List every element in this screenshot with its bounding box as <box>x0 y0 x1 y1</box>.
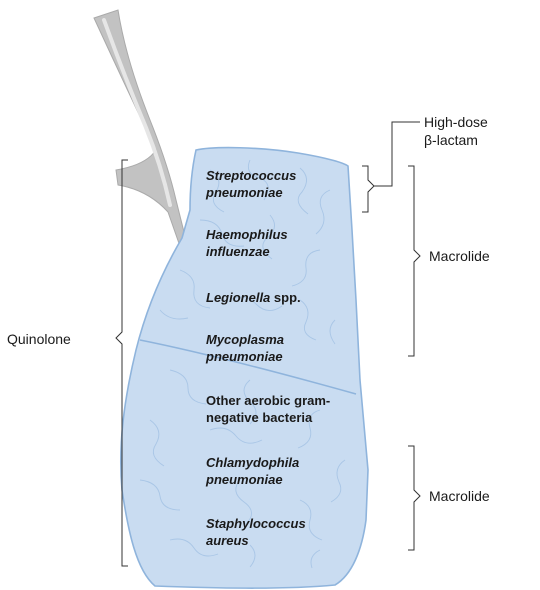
organism-line1: Other aerobic gram- <box>206 392 330 409</box>
organism-line2: pneumoniae <box>206 471 299 488</box>
organism-other-gram-negative: Other aerobic gram- negative bacteria <box>206 392 330 426</box>
organism-staphylococcus: Staphylococcus aureus <box>206 515 306 549</box>
label-high-dose: High-dose β-lactam <box>424 113 488 149</box>
label-macrolide-upper: Macrolide <box>429 247 490 265</box>
macrolide-lower-bracket <box>408 446 420 550</box>
label-macrolide-lower: Macrolide <box>429 487 490 505</box>
label-high-dose-line1: High-dose <box>424 113 488 131</box>
organism-line1: Streptococcus <box>206 167 296 184</box>
organism-line1: Chlamydophila <box>206 454 299 471</box>
beta-lactam-connector <box>374 122 420 186</box>
beta-lactam-bracket <box>362 166 374 212</box>
organism-line2: aureus <box>206 532 306 549</box>
trachea <box>94 10 188 252</box>
organism-chlamydophila: Chlamydophila pneumoniae <box>206 454 299 488</box>
organism-haemophilus: Haemophilus influenzae <box>206 226 288 260</box>
organism-legionella: Legionella spp. <box>206 289 301 306</box>
organism-line2: pneumoniae <box>206 348 284 365</box>
label-quinolone: Quinolone <box>7 330 71 348</box>
organism-line2: negative bacteria <box>206 409 330 426</box>
organism-mycoplasma: Mycoplasma pneumoniae <box>206 331 284 365</box>
organism-genus: Legionella <box>206 290 270 305</box>
organism-line1: Staphylococcus <box>206 515 306 532</box>
organism-line2: influenzae <box>206 243 288 260</box>
organism-streptococcus: Streptococcus pneumoniae <box>206 167 296 201</box>
label-high-dose-line2: β-lactam <box>424 131 488 149</box>
organism-line1: Mycoplasma <box>206 331 284 348</box>
organism-suffix: spp. <box>270 290 300 305</box>
macrolide-upper-bracket <box>408 166 420 356</box>
organism-line2: pneumoniae <box>206 184 296 201</box>
organism-line1: Haemophilus <box>206 226 288 243</box>
